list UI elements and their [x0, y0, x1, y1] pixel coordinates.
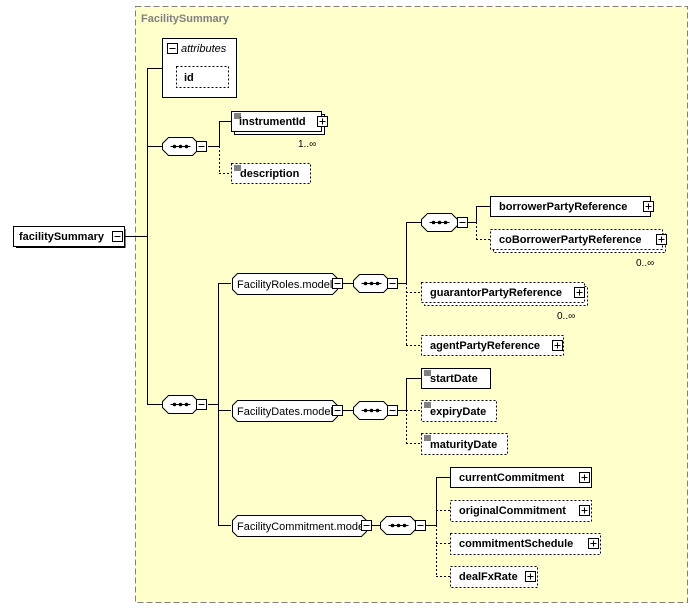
label: FacilityDates.model — [237, 406, 333, 418]
root-element-facilitySummary[interactable]: facilitySummary — [13, 226, 126, 249]
collapse-icon[interactable] — [415, 520, 426, 531]
group-facilityDates-model[interactable]: FacilityDates.model — [232, 400, 343, 422]
collapse-icon[interactable] — [332, 278, 343, 289]
collapse-icon[interactable] — [196, 141, 207, 152]
expand-icon[interactable] — [552, 340, 563, 351]
element-coBorrowerPartyReference[interactable]: coBorrowerPartyReference 0..∞ — [490, 229, 667, 270]
group-facilityRoles-model[interactable]: FacilityRoles.model — [232, 273, 343, 295]
label: instrumentId — [239, 116, 306, 128]
occurs-label: 0..∞ — [557, 311, 575, 322]
label: originalCommitment — [459, 505, 566, 517]
collapse-icon[interactable] — [361, 520, 372, 531]
attributes-box[interactable]: attributes id — [162, 38, 237, 98]
expand-icon[interactable] — [525, 571, 536, 582]
expand-icon[interactable] — [317, 116, 328, 127]
label: FacilityRoles.model — [237, 279, 332, 291]
expand-icon[interactable] — [574, 287, 585, 298]
attribute-id: id — [184, 72, 194, 84]
element-originalCommitment[interactable]: originalCommitment — [450, 500, 592, 522]
element-commitmentSchedule[interactable]: commitmentSchedule — [450, 533, 601, 555]
element-maturityDate[interactable]: maturityDate — [421, 433, 508, 455]
label: dealFxRate — [459, 571, 518, 583]
element-guarantorPartyReference[interactable]: guarantorPartyReference 0..∞ — [421, 282, 588, 323]
expand-icon[interactable] — [643, 201, 654, 212]
label: FacilityCommitment.model — [237, 521, 367, 533]
group-facilityCommitment-model[interactable]: FacilityCommitment.model — [232, 515, 372, 537]
element-expiryDate[interactable]: expiryDate — [421, 400, 497, 422]
element-startDate[interactable]: startDate — [421, 368, 491, 389]
label: guarantorPartyReference — [430, 287, 562, 299]
occurs-label: 1..∞ — [298, 139, 316, 150]
collapse-icon[interactable] — [167, 43, 178, 54]
element-description[interactable]: description — [231, 163, 311, 184]
expand-icon[interactable] — [579, 505, 590, 516]
root-label: facilitySummary — [19, 231, 105, 243]
occurs-label: 0..∞ — [636, 258, 654, 269]
collapse-icon[interactable] — [112, 231, 123, 242]
label: maturityDate — [430, 439, 497, 451]
collapse-icon[interactable] — [332, 405, 343, 416]
element-instrumentId[interactable]: instrumentId 1..∞ — [231, 111, 328, 151]
collapse-icon[interactable] — [457, 217, 468, 228]
element-dealFxRate[interactable]: dealFxRate — [450, 566, 538, 588]
connector-lines — [123, 68, 490, 577]
expand-icon[interactable] — [588, 538, 599, 549]
label: startDate — [430, 373, 478, 385]
label: borrowerPartyReference — [499, 201, 627, 213]
group-title: FacilitySummary — [141, 13, 230, 25]
collapse-icon[interactable] — [196, 399, 207, 410]
attributes-header: attributes — [181, 43, 227, 55]
label: commitmentSchedule — [459, 538, 573, 550]
label: agentPartyReference — [430, 340, 540, 352]
element-borrowerPartyReference[interactable]: borrowerPartyReference — [490, 196, 654, 217]
label: expiryDate — [430, 406, 486, 418]
expand-icon[interactable] — [656, 234, 667, 245]
expand-icon[interactable] — [579, 472, 590, 483]
group-box — [135, 6, 688, 603]
collapse-icon[interactable] — [387, 278, 398, 289]
collapse-icon[interactable] — [387, 405, 398, 416]
sequence-compositor-1[interactable] — [162, 137, 207, 156]
label: coBorrowerPartyReference — [499, 234, 641, 246]
label: description — [240, 168, 300, 180]
element-currentCommitment[interactable]: currentCommitment — [450, 467, 592, 488]
label: currentCommitment — [459, 472, 564, 484]
element-agentPartyReference[interactable]: agentPartyReference — [421, 335, 564, 356]
